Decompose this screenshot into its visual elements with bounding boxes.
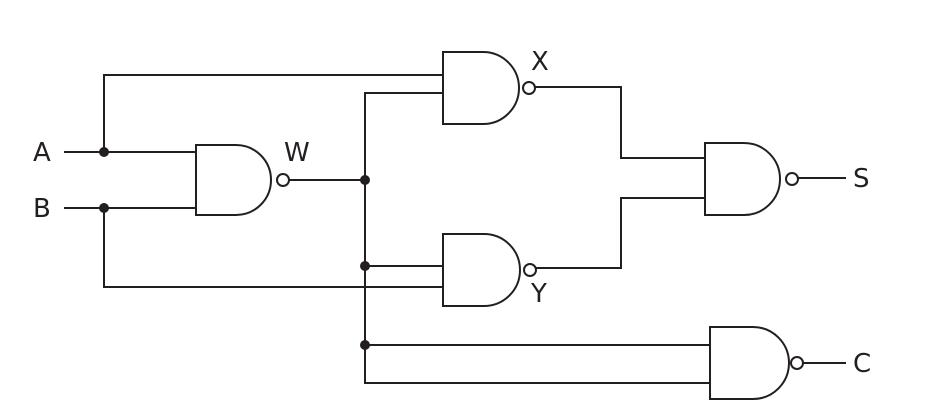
- junction-w-y: [360, 261, 370, 271]
- nand-gate-s: [704, 142, 799, 216]
- nand-gate-y: [442, 233, 537, 307]
- junctions: [99, 147, 370, 350]
- input-label-a: A: [33, 138, 51, 168]
- gate-label-x: X: [531, 47, 549, 77]
- wires: [64, 74, 846, 384]
- wire-x-to-s: [535, 86, 706, 159]
- junction-w-c: [360, 340, 370, 350]
- wire-y-to-s: [535, 197, 706, 269]
- wire-a-to-x: [103, 74, 444, 153]
- wire-w-bus: [364, 92, 711, 384]
- gate-label-y: Y: [530, 279, 547, 309]
- input-label-b: B: [33, 194, 51, 224]
- junction-a: [99, 147, 109, 157]
- output-label-s: S: [853, 164, 870, 194]
- nand-gate-w: [195, 144, 290, 216]
- wire-b-to-y: [103, 207, 444, 288]
- nand-gate-x: [442, 51, 536, 125]
- junction-b: [99, 203, 109, 213]
- gate-label-w: W: [284, 138, 310, 168]
- output-label-c: C: [853, 349, 871, 379]
- junction-w-main: [360, 175, 370, 185]
- nand-gate-c: [709, 326, 804, 400]
